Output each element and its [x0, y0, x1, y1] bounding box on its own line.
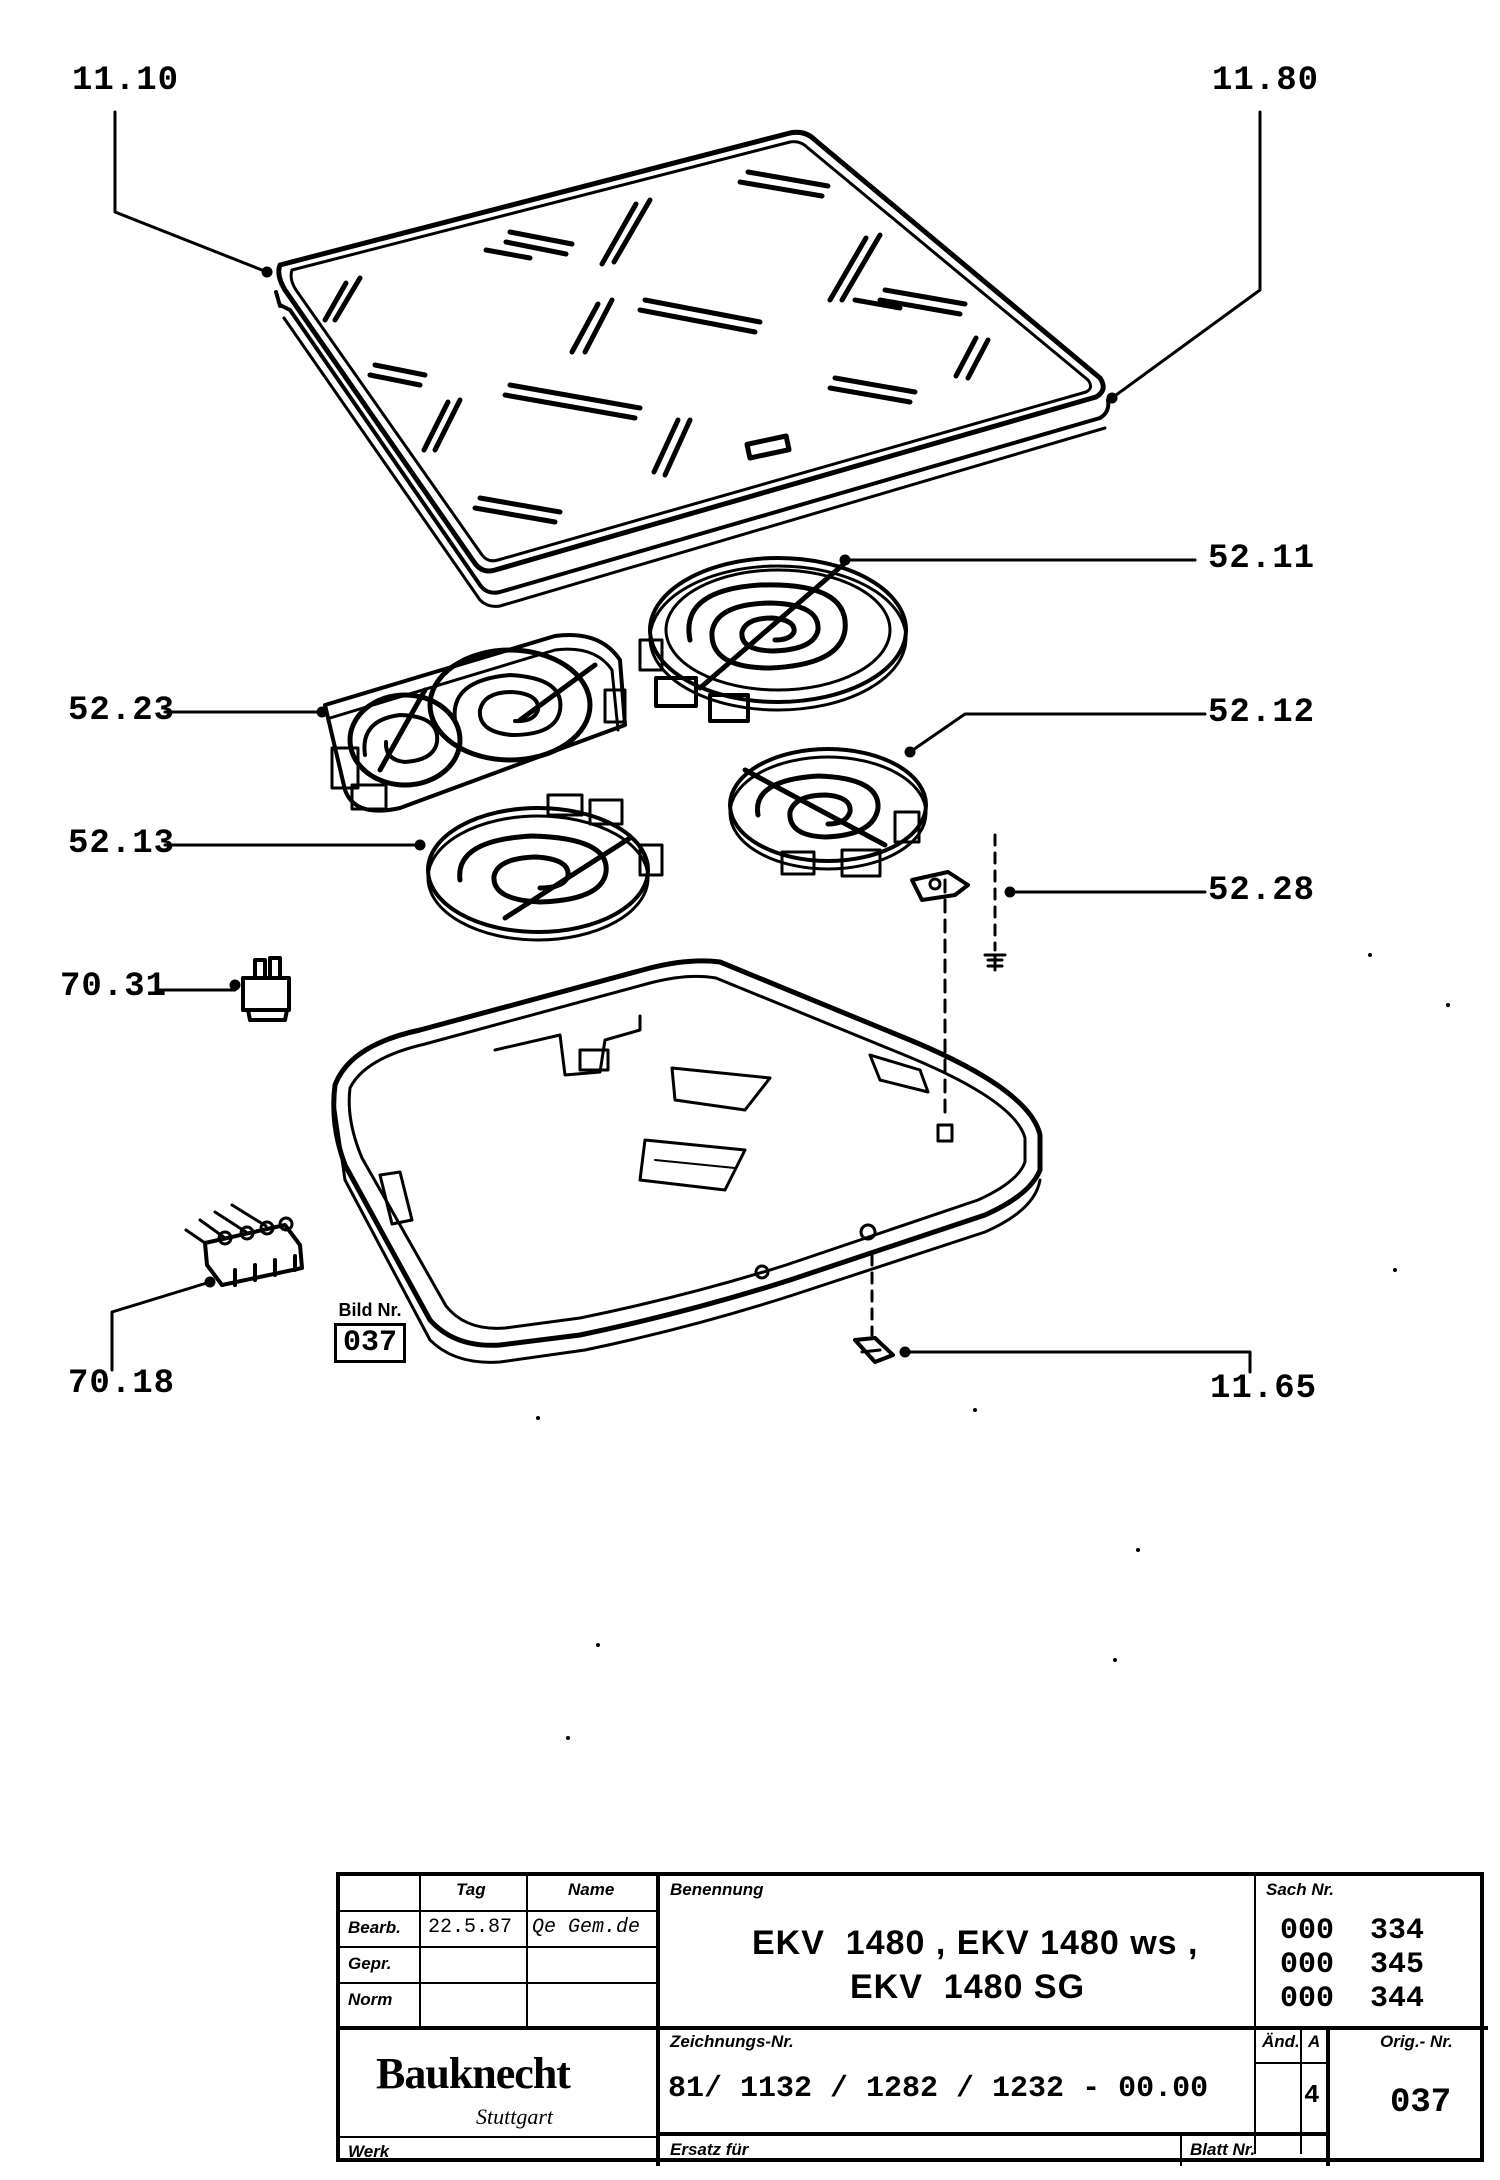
- callout-52-23: 52.23: [68, 692, 176, 730]
- zeichnungs-nr-header: Zeichnungs-Nr.: [670, 2032, 794, 2051]
- heating-element-52-11: [638, 556, 908, 723]
- leader-lines: [110, 110, 1262, 1374]
- logo-city: Stuttgart: [476, 2104, 554, 2129]
- benennung-line-1: EKV 1480 , EKV 1480 ws ,: [752, 1924, 1199, 1962]
- werk-label: Werk: [348, 2142, 390, 2161]
- callout-52-28: 52.28: [1208, 872, 1316, 910]
- orig-nr-value: 037: [1390, 2084, 1452, 2122]
- callout-52-13: 52.13: [68, 825, 176, 863]
- callout-52-11: 52.11: [1208, 540, 1316, 578]
- zeichnungs-nr: 81/ 1132 / 1282 / 1232 - 00.00: [668, 2072, 1209, 2106]
- terminal-block-70-18: [184, 1203, 304, 1287]
- heating-element-52-13: [426, 793, 664, 942]
- bauknecht-logo: Bauknecht: [376, 2049, 571, 2098]
- exploded-parts-diagram: [110, 110, 1450, 1740]
- row-name-bearb: Qe Gem.de: [532, 1916, 641, 1939]
- sach-nr-header: Sach Nr.: [1266, 1880, 1335, 1899]
- aend-value: 4: [1304, 2080, 1320, 2110]
- title-block: Tag Name Benennung Sach Nr. Bearb. 22.5.…: [336, 1872, 1488, 2166]
- callout-70-31: 70.31: [60, 968, 168, 1006]
- bild-nr-number: 037: [333, 1323, 406, 1363]
- clip-11-65: [853, 1253, 895, 1364]
- support-frame: [331, 878, 1043, 1364]
- row-label-gepr: Gepr.: [348, 1954, 392, 1973]
- bracket-52-28: [910, 833, 1007, 972]
- orig-nr-header: Orig.- Nr.: [1380, 2032, 1453, 2051]
- callout-11-80: 11.80: [1212, 62, 1320, 100]
- benennung-header: Benennung: [670, 1880, 764, 1899]
- ersatz-label: Ersatz für: [670, 2140, 749, 2159]
- callout-11-10: 11.10: [72, 62, 180, 100]
- connector-70-31: [241, 956, 291, 1022]
- a-header: A: [1308, 2032, 1321, 2051]
- benennung-line-2: EKV 1480 SG: [850, 1968, 1086, 2006]
- blatt-nr-label: Blatt Nr.: [1190, 2140, 1256, 2159]
- bild-nr-label: Bild Nr.: [338, 1300, 402, 1320]
- glass-top-plate: [274, 129, 1111, 608]
- heating-element-52-12: [728, 747, 928, 878]
- scan-specks: [536, 953, 1450, 1740]
- row-tag-bearb: 22.5.87: [428, 1916, 513, 1939]
- bild-nr-box: Bild Nr. 037: [325, 1300, 415, 1363]
- callout-52-12: 52.12: [1208, 694, 1316, 732]
- row-label-norm: Norm: [348, 1990, 393, 2009]
- heating-element-52-23: [323, 633, 627, 813]
- glass-top-zone-markings: [322, 169, 991, 525]
- name-header: Name: [568, 1880, 615, 1899]
- sach-nr-3: 000 344: [1280, 1982, 1425, 2016]
- callout-70-18: 70.18: [68, 1365, 176, 1403]
- tag-header: Tag: [456, 1880, 486, 1899]
- aend-header: Änd.: [1262, 2032, 1300, 2051]
- callout-11-65: 11.65: [1210, 1370, 1318, 1408]
- sach-nr-2: 000 345: [1280, 1948, 1425, 1982]
- row-label-bearb: Bearb.: [348, 1918, 401, 1937]
- sach-nr-1: 000 334: [1280, 1914, 1425, 1948]
